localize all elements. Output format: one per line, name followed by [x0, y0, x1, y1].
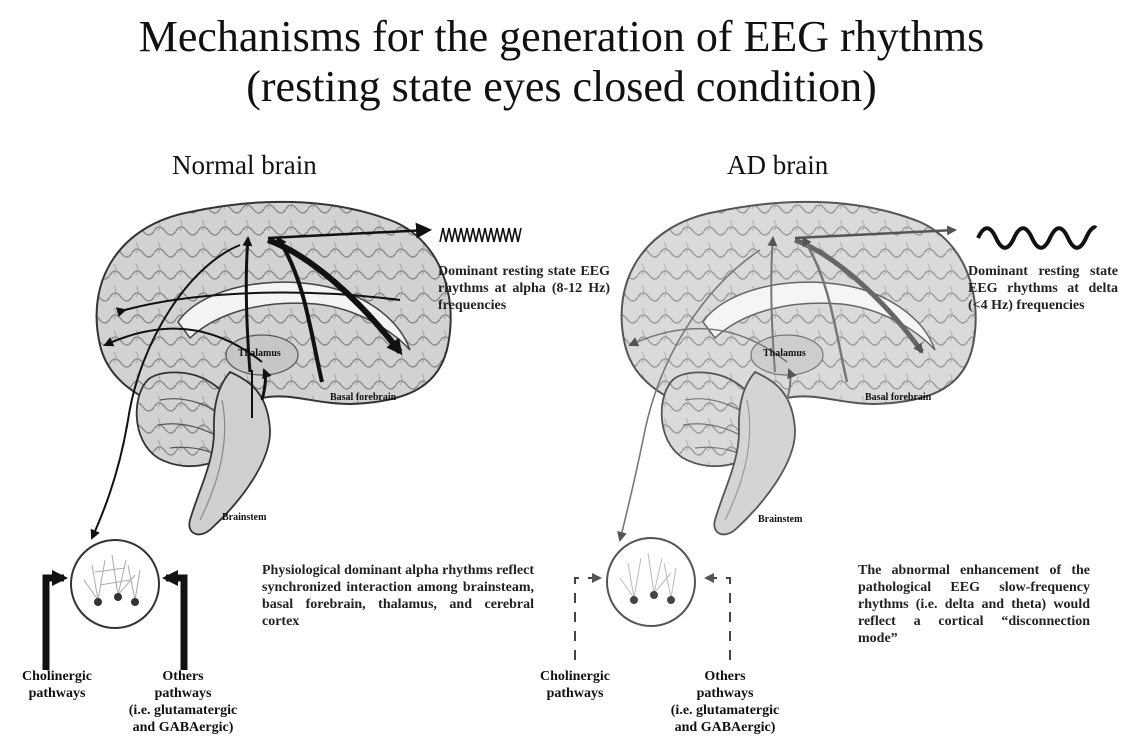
ad-cholinergic-label: Cholinergic pathways: [520, 668, 630, 702]
normal-others-arrow: [166, 578, 184, 670]
ad-eeg-description: Dominant resting state EEG rhythms at de…: [968, 263, 1118, 314]
normal-brainstem-label: Brainstem: [222, 512, 266, 523]
ad-neuron-circle: [607, 538, 695, 626]
ad-cholinergic-arrow: [575, 578, 600, 660]
ad-brainstem-label: Brainstem: [758, 514, 802, 525]
normal-cholinergic-arrow: [46, 578, 64, 670]
delta-wave: [978, 227, 1096, 247]
normal-eeg-description: Dominant resting state EEG rhythms at al…: [438, 263, 610, 314]
alpha-wave: [440, 228, 521, 242]
ad-others-arrow: [706, 578, 730, 660]
ad-disconnection-text: The abnormal enhancement of the patholog…: [858, 562, 1090, 647]
normal-neuron-circle: [71, 540, 159, 628]
ad-basal-forebrain-label: Basal forebrain: [865, 392, 931, 403]
ad-others-label: Others pathways (i.e. glutamatergic and …: [650, 668, 800, 736]
normal-thalamus-label: Thalamus: [238, 348, 281, 359]
normal-others-label: Others pathways (i.e. glutamatergic and …: [108, 668, 258, 736]
normal-basal-forebrain-label: Basal forebrain: [330, 392, 396, 403]
normal-physiology-text: Physiological dominant alpha rhythms ref…: [262, 562, 534, 630]
ad-thalamus-label: Thalamus: [763, 348, 806, 359]
normal-cholinergic-label: Cholinergic pathways: [12, 668, 102, 702]
